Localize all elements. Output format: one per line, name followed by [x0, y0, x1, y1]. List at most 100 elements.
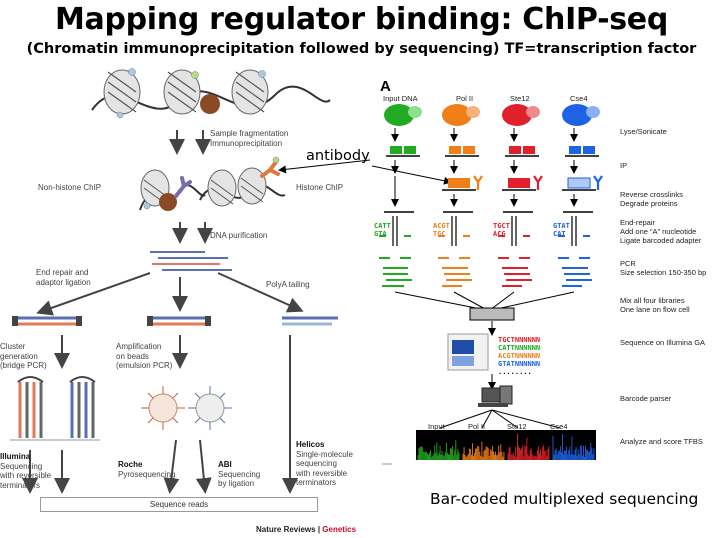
helicos-desc-3: with reversible	[296, 468, 348, 478]
cluster-line-3: (bridge PCR)	[0, 361, 47, 370]
step-lyse: Lyse/Sonicate	[620, 127, 667, 136]
roche-name: Roche	[118, 460, 143, 469]
track-label-ste12: Ste12	[507, 422, 527, 431]
column-label-ste12: Ste12	[510, 94, 530, 103]
illumina-desc-1: Sequencing	[0, 461, 43, 471]
helicos-name: Helicos	[296, 440, 325, 449]
amplification-line-2: on beads	[116, 351, 149, 361]
antibody-annotation: antibody	[306, 148, 370, 164]
barcode-cse4: GTAT CAT	[553, 222, 570, 238]
chromatin-top	[91, 68, 331, 119]
illumina-name: Illumina	[0, 452, 31, 461]
fragmentation-line-1: Sample fragmentation	[210, 129, 289, 138]
track-label-cse4: Cse4	[550, 422, 568, 431]
bead-template-fragments	[147, 316, 211, 326]
dna-purification-label: DNA purification	[210, 231, 268, 240]
helicos-desc-2: sequencing	[296, 459, 337, 468]
roche-desc-1: Pyrosequencing	[118, 469, 176, 479]
non-histone-chip-nucleosomes	[139, 169, 206, 211]
step-mix-line-1: Mix all four libraries	[620, 296, 685, 305]
nature-reviews-credit: Nature Reviews | Genetics	[256, 525, 356, 534]
abi-name: ABI	[218, 460, 232, 469]
step-pcr: PCR Size selection 150-350 bp	[620, 259, 706, 277]
read-cse4: GTATNNNNNN	[498, 360, 541, 368]
cluster-line-2: generation	[0, 351, 38, 361]
step-pcr-line-1: PCR	[620, 259, 636, 268]
step-pcr-line-2: Size selection 150-350 bp	[620, 268, 707, 277]
column-label-pol-ii: Pol II	[456, 94, 474, 103]
step-mix: Mix all four libraries One lane on flow …	[620, 296, 690, 314]
amplification-line-1: Amplification	[116, 342, 162, 351]
step-reverse-line-1: Reverse crosslinks	[620, 190, 683, 199]
illumina-desc-2: with reversible	[0, 471, 52, 480]
barcode-ste12-rev: ACG	[493, 230, 506, 238]
step-end-repair-line-3: Ligate barcoded adapter	[620, 236, 702, 245]
tfbs-tracks	[416, 430, 596, 460]
cluster-line-1: Cluster	[0, 342, 26, 351]
amplification-line-3: (emulsion PCR)	[116, 361, 173, 370]
page-title: Mapping regulator binding: ChIP-seq	[54, 2, 669, 37]
end-repair-line-1: End repair and	[36, 268, 89, 277]
step-end-repair-line-1: End-repair	[620, 218, 656, 227]
right-panel-columns	[382, 104, 603, 460]
read-ellipsis: ........	[498, 368, 532, 376]
emulsion-pcr-beads	[141, 386, 232, 430]
barcode-pol-ii-fwd: ACGT	[433, 222, 450, 230]
abi-label: ABI Sequencing by ligation	[218, 460, 260, 489]
credit-section: Genetics	[322, 525, 357, 534]
abi-desc-2: by ligation	[218, 479, 255, 488]
barcode-ste12-fwd: TGCT	[493, 222, 510, 230]
illumina-label: Illumina Sequencing with reversible term…	[0, 452, 51, 490]
amplification-label: Amplification on beads (emulsion PCR)	[116, 342, 172, 371]
barcode-input: CATT GTA	[374, 222, 391, 238]
column-label-input-dna: Input DNA	[383, 94, 418, 103]
column-label-cse4: Cse4	[570, 94, 588, 103]
histone-chip-nucleosomes	[199, 156, 286, 207]
step-mix-line-2: One lane on flow cell	[620, 305, 690, 314]
adaptor-ligated-fragments	[12, 316, 82, 326]
barcode-pol-ii-rev: TGC	[433, 230, 446, 238]
barcode-cse4-rev: CAT	[553, 230, 566, 238]
panel-letter: A	[380, 78, 391, 95]
barcode-adapters	[379, 235, 590, 259]
read-input: CATTNNNNNN	[498, 344, 541, 352]
step-end-repair: End-repair Add one “A” nucleotide Ligate…	[620, 218, 701, 245]
barcode-ste12: TGCT ACG	[493, 222, 510, 238]
read-list: TGCTNNNNNN CATTNNNNNN ACGTNNNNNN GTATNNN…	[498, 336, 540, 376]
step-reverse: Reverse crosslinks Degrade proteins	[620, 190, 683, 208]
barcode-input-fwd: CATT	[374, 222, 391, 230]
track-label-input: Input	[428, 422, 445, 431]
cluster-generation-label: Cluster generation (bridge PCR)	[0, 342, 47, 371]
non-histone-chip-label: Non-histone ChIP	[38, 183, 102, 192]
read-ste12: TGCTNNNNNN	[498, 336, 541, 344]
bar-coded-caption: Bar-coded multiplexed sequencing	[430, 490, 699, 508]
step-reverse-line-2: Degrade proteins	[620, 199, 678, 208]
fragmentation-label: Sample fragmentation Immunoprecipitation	[210, 129, 288, 148]
barcode-input-rev: GTA	[374, 230, 387, 238]
purified-dna-fragments	[150, 251, 232, 271]
credit-journal: Nature Reviews	[256, 525, 316, 534]
helicos-label: Helicos Single-molecule sequencing with …	[296, 440, 353, 488]
tfbs-track-plot	[417, 433, 595, 460]
bridge-pcr-clusters	[10, 376, 100, 441]
barcode-cse4-fwd: GTAT	[553, 222, 570, 230]
polya-tailed-fragments	[282, 316, 338, 326]
step-ip: IP	[620, 161, 628, 170]
read-pol-ii: ACGTNNNNNN	[498, 352, 541, 360]
fragmentation-line-2: Immunoprecipitation	[210, 138, 283, 148]
end-repair-line-2: adaptor ligation	[36, 277, 91, 287]
helicos-desc-4: terminators	[296, 478, 337, 487]
track-label-pol-ii: Pol II	[468, 422, 486, 431]
barcode-pol-ii: ACGT TGC	[433, 222, 450, 238]
helicos-desc-1: Single-molecule	[296, 449, 353, 459]
step-end-repair-line-2: Add one “A” nucleotide	[620, 227, 697, 236]
sequence-reads-box: Sequence reads	[40, 497, 318, 512]
page-subtitle: (Chromatin immunoprecipitation followed …	[26, 41, 697, 57]
end-repair-label: End repair and adaptor ligation	[36, 268, 91, 287]
roche-label: Roche Pyrosequencing	[118, 460, 175, 479]
abi-desc-1: Sequencing	[218, 469, 261, 479]
histone-chip-label: Histone ChIP	[296, 183, 344, 192]
step-analyze: Analyze and score TFBS	[620, 437, 703, 446]
step-barcode-parser: Barcode parser	[620, 394, 672, 403]
